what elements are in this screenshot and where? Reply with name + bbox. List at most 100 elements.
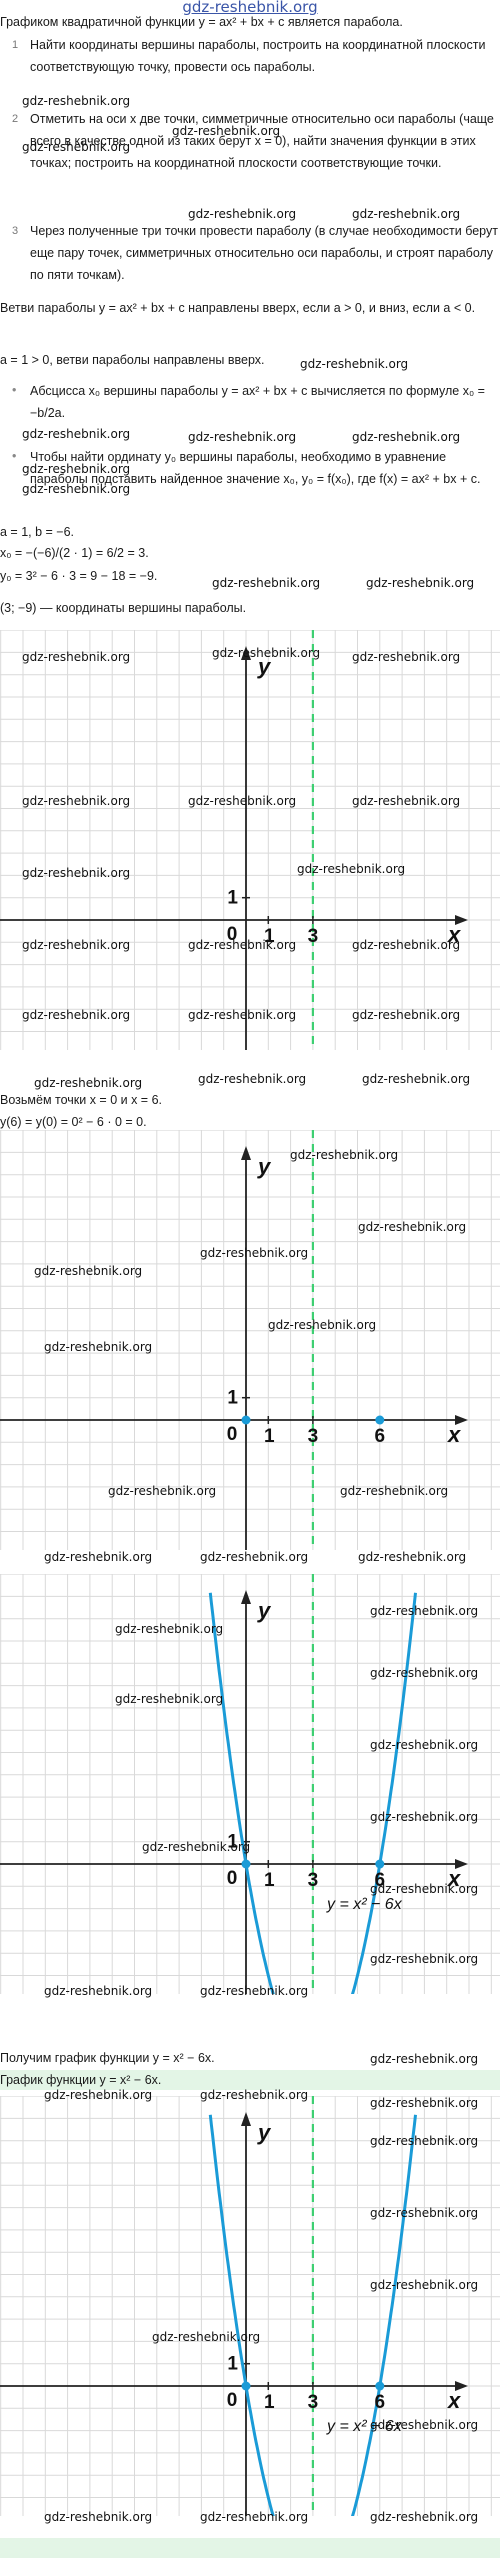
watermark[interactable]: gdz-reshebnik.org — [22, 794, 131, 808]
watermark[interactable]: gdz-reshebnik.org — [370, 2134, 479, 2148]
x-tick-label: 3 — [308, 926, 319, 947]
watermark[interactable]: gdz-reshebnik.org — [212, 646, 321, 660]
watermark[interactable]: gdz-reshebnik.org — [200, 1984, 309, 1998]
watermark[interactable]: gdz-reshebnik.org — [358, 1220, 467, 1234]
watermark[interactable]: gdz-reshebnik.org — [188, 430, 297, 444]
watermark[interactable]: gdz-reshebnik.org — [200, 1246, 309, 1260]
watermark[interactable]: gdz-reshebnik.org — [22, 482, 131, 496]
y-axis-arrow — [241, 646, 251, 660]
step-text: Отметить на оси x две точки, симметричны… — [30, 112, 494, 170]
watermark[interactable]: gdz-reshebnik.org — [370, 2510, 479, 2524]
watermark[interactable]: gdz-reshebnik.org — [22, 140, 131, 154]
watermark[interactable]: gdz-reshebnik.org — [188, 794, 297, 808]
watermark[interactable]: gdz-reshebnik.org — [188, 207, 297, 221]
watermark[interactable]: gdz-reshebnik.org — [370, 1738, 479, 1752]
x-axis-label: x — [447, 1422, 461, 1447]
bullet-item: • Чтобы найти ординату y₀ вершины парабо… — [12, 446, 498, 490]
watermark[interactable]: gdz-reshebnik.org — [358, 1550, 467, 1564]
watermark[interactable]: gdz-reshebnik.org — [115, 1622, 224, 1636]
watermark[interactable]: gdz-reshebnik.org — [370, 2278, 479, 2292]
watermark[interactable]: gdz-reshebnik.org — [370, 2206, 479, 2220]
origin-label: 0 — [227, 1424, 238, 1445]
caption-highlight — [0, 2070, 500, 2090]
watermark[interactable]: gdz-reshebnik.org — [370, 2052, 479, 2066]
result-text: Получим график функции y = x² − 6x. — [0, 2051, 215, 2065]
watermark[interactable]: gdz-reshebnik.org — [22, 1008, 131, 1022]
watermark[interactable]: gdz-reshebnik.org — [22, 866, 131, 880]
parabola-curve — [208, 2114, 417, 2516]
watermark[interactable]: gdz-reshebnik.org — [152, 2330, 261, 2344]
watermark[interactable]: gdz-reshebnik.org — [200, 1550, 309, 1564]
watermark[interactable]: gdz-reshebnik.org — [200, 2510, 309, 2524]
x-tick-label: 3 — [308, 1870, 319, 1891]
watermark[interactable]: gdz-reshebnik.org — [352, 207, 461, 221]
root-point — [241, 1415, 251, 1425]
bullet-marker: • — [12, 449, 17, 463]
x-tick-label: 1 — [264, 2392, 275, 2413]
y-axis-arrow — [241, 1590, 251, 1604]
watermark[interactable]: gdz-reshebnik.org — [142, 1840, 251, 1854]
watermark[interactable]: gdz-reshebnik.org — [198, 1072, 307, 1086]
watermark[interactable]: gdz-reshebnik.org — [22, 94, 131, 108]
step-number: 1 — [12, 39, 19, 51]
watermark[interactable]: gdz-reshebnik.org — [366, 576, 475, 590]
watermark[interactable]: gdz-reshebnik.org — [297, 862, 406, 876]
watermark[interactable]: gdz-reshebnik.org — [340, 1484, 449, 1498]
watermark[interactable]: gdz-reshebnik.org — [352, 938, 461, 952]
x-axis-arrow — [455, 915, 468, 925]
y-axis-label: y — [257, 2120, 272, 2145]
watermark[interactable]: gdz-reshebnik.org — [34, 1076, 143, 1090]
watermark[interactable]: gdz-reshebnik.org — [115, 1692, 224, 1706]
watermark[interactable]: gdz-reshebnik.org — [22, 427, 131, 441]
watermark[interactable]: gdz-reshebnik.org — [370, 1810, 479, 1824]
y0-text: y₀ = 3² − 6 · 3 = 9 − 18 = −9. — [0, 569, 158, 583]
watermark[interactable]: gdz-reshebnik.org — [188, 1008, 297, 1022]
step-number: 2 — [12, 113, 19, 125]
watermark[interactable]: gdz-reshebnik.org — [22, 938, 131, 952]
watermark[interactable]: gdz-reshebnik.org — [268, 1318, 377, 1332]
watermark[interactable]: gdz-reshebnik.org — [352, 650, 461, 664]
watermark[interactable]: gdz-reshebnik.org — [370, 1952, 479, 1966]
watermark[interactable]: gdz-reshebnik.org — [44, 2088, 153, 2102]
root-point — [375, 1415, 385, 1425]
watermark[interactable]: gdz-reshebnik.org — [44, 1984, 153, 1998]
x-tick-label: 1 — [264, 1870, 275, 1891]
y-axis-arrow — [241, 2112, 251, 2126]
watermark[interactable]: gdz-reshebnik.org — [212, 576, 321, 590]
origin-label: 0 — [227, 924, 238, 945]
watermark[interactable]: gdz-reshebnik.org — [108, 1484, 217, 1498]
watermark[interactable]: gdz-reshebnik.org — [44, 2510, 153, 2524]
watermark[interactable]: gdz-reshebnik.org — [370, 2096, 479, 2110]
watermark[interactable]: gdz-reshebnik.org — [22, 650, 131, 664]
watermark[interactable]: gdz-reshebnik.org — [362, 1072, 471, 1086]
watermark[interactable]: gdz-reshebnik.org — [370, 2418, 479, 2432]
watermark[interactable]: gdz-reshebnik.org — [352, 430, 461, 444]
origin-label: 0 — [227, 2390, 238, 2411]
watermark[interactable]: gdz-reshebnik.org — [200, 2088, 309, 2102]
watermark[interactable]: gdz-reshebnik.org — [172, 124, 281, 138]
watermark[interactable]: gdz-reshebnik.org — [44, 1550, 153, 1564]
x-tick-label: 1 — [264, 1426, 275, 1447]
x-tick-label: 6 — [375, 2392, 386, 2413]
watermark[interactable]: gdz-reshebnik.org — [44, 1340, 153, 1354]
bullet-marker: • — [12, 383, 17, 397]
x-axis-arrow — [455, 1859, 468, 1869]
watermark[interactable]: gdz-reshebnik.org — [352, 1008, 461, 1022]
intro-lead: Графиком квадратичной функции y = ax² + … — [0, 14, 498, 31]
site-title[interactable]: gdz-reshebnik.org — [182, 0, 318, 16]
watermark[interactable]: gdz-reshebnik.org — [370, 1882, 479, 1896]
x-tick-label: 3 — [308, 1426, 319, 1447]
watermark[interactable]: gdz-reshebnik.org — [34, 1264, 143, 1278]
watermark[interactable]: gdz-reshebnik.org — [22, 462, 131, 476]
vertex-text: (3; −9) — координаты вершины параболы. — [0, 601, 247, 615]
watermark[interactable]: gdz-reshebnik.org — [300, 357, 409, 371]
watermark[interactable]: gdz-reshebnik.org — [188, 938, 297, 952]
watermark[interactable]: gdz-reshebnik.org — [352, 794, 461, 808]
root-point — [375, 2381, 385, 2391]
watermark[interactable]: gdz-reshebnik.org — [290, 1148, 399, 1162]
y-axis-arrow — [241, 1146, 251, 1160]
watermark[interactable]: gdz-reshebnik.org — [370, 1666, 479, 1680]
y-axis-label: y — [257, 654, 272, 679]
watermark[interactable]: gdz-reshebnik.org — [370, 1604, 479, 1618]
